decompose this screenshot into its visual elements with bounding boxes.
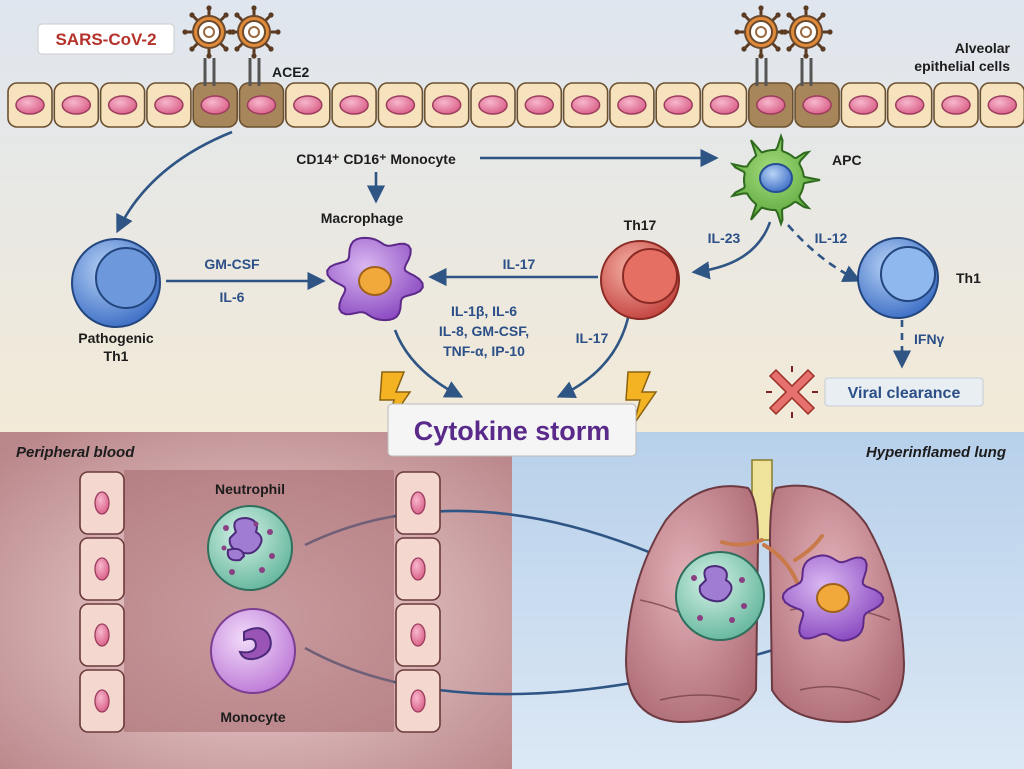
th17-label: Th17	[624, 217, 657, 233]
alveolar-background	[0, 0, 1024, 432]
cell-nucleus	[15, 95, 45, 115]
cell-nucleus	[756, 95, 786, 115]
th17-cell	[600, 240, 680, 320]
arrow-apc-to-th1	[787, 224, 862, 282]
virus-icon	[225, 3, 283, 61]
cell-nucleus	[570, 95, 601, 115]
cell-nucleus	[107, 95, 138, 115]
neutrophil-label: Neutrophil	[215, 481, 285, 497]
virus-left-1	[180, 3, 238, 86]
cell-nucleus	[94, 491, 110, 515]
cell-nucleus	[617, 95, 647, 115]
cell-nucleus	[94, 557, 110, 581]
apc-cell	[729, 133, 821, 227]
neutrophil-cell	[207, 505, 293, 591]
cell-nucleus	[663, 95, 693, 115]
sars-cov-2-badge: SARS-CoV-2	[37, 23, 175, 55]
arrow-to-pathogenic-th1	[116, 130, 233, 234]
macrophage-label: Macrophage	[321, 210, 404, 226]
pathogenic-th1-cell	[71, 238, 161, 328]
cell-nucleus	[987, 95, 1018, 115]
il-12-label: IL-12	[815, 230, 848, 246]
peripheral-blood-title: Peripheral blood	[16, 444, 135, 461]
cell-nucleus	[941, 95, 971, 115]
viral-clearance-box: Viral clearance	[824, 377, 984, 407]
hyperinflamed-lung-title: Hyperinflamed lung	[866, 444, 1006, 461]
virus-left-2	[225, 3, 283, 86]
ifn-gamma-label: IFNγ	[914, 331, 945, 347]
cell-nucleus	[339, 95, 369, 115]
cytokine-storm-label: Cytokine storm	[414, 416, 611, 446]
cell-nucleus	[200, 95, 230, 115]
cell-nucleus	[894, 95, 925, 115]
monocyte-label: Monocyte	[220, 709, 286, 725]
alveolar-label-line2: epithelial cells	[914, 58, 1010, 74]
pathogenic-th1-label-line2: Th1	[104, 348, 129, 364]
cell-nucleus	[154, 95, 184, 115]
arrow-th17-to-storm	[556, 317, 630, 398]
il-17-bottom-label: IL-17	[576, 330, 609, 346]
il-6-label: IL-6	[220, 289, 245, 305]
macrophage-cytokines-line2: IL-8, GM-CSF,	[439, 323, 529, 339]
cell-nucleus	[385, 95, 416, 115]
cell-nucleus	[293, 95, 323, 115]
cell-nucleus	[410, 689, 426, 713]
cell-nucleus	[410, 491, 426, 515]
cell-nucleus	[524, 95, 555, 115]
macrophage-cytokines-line1: IL-1β, IL-6	[451, 303, 517, 319]
cell-nucleus	[246, 95, 277, 115]
virus-icon	[777, 3, 835, 61]
cd14-cd16-monocyte-label: CD14⁺ CD16⁺ Monocyte	[296, 151, 456, 167]
arrow-macrophage-to-storm	[393, 329, 464, 398]
cell-nucleus	[410, 557, 426, 581]
cell-nucleus	[431, 95, 462, 115]
cell-nucleus	[410, 623, 426, 647]
cell-nucleus	[848, 95, 879, 115]
cell-nucleus	[478, 95, 508, 115]
monocyte-cell	[210, 608, 296, 694]
apc-label: APC	[832, 152, 862, 168]
pathogenic-th1-label-line1: Pathogenic	[78, 330, 154, 346]
lightning-icon-right	[625, 371, 658, 425]
sars-cov-2-label: SARS-CoV-2	[55, 30, 156, 49]
macrophage-cell	[326, 236, 424, 322]
cell-nucleus	[94, 689, 110, 713]
th1-label: Th1	[956, 270, 981, 286]
cell-nucleus	[94, 623, 110, 647]
lungs-illustration	[624, 459, 906, 724]
cell-nucleus	[802, 95, 832, 115]
blocked-x-icon	[766, 366, 818, 418]
th1-cell	[857, 237, 939, 319]
alveolar-label-line1: Alveolar	[955, 40, 1011, 56]
cytokine-storm-box: Cytokine storm	[387, 403, 637, 457]
virus-right-1	[732, 3, 790, 86]
ace2-label: ACE2	[272, 64, 310, 80]
macrophage-cytokines-line3: TNF-α, IP-10	[443, 343, 525, 359]
arrow-apc-to-th17	[691, 221, 772, 280]
cell-nucleus	[709, 95, 740, 115]
viral-clearance-label: Viral clearance	[848, 385, 961, 402]
alveolar-epithelium	[7, 82, 1024, 128]
virus-right-2	[777, 3, 835, 86]
il-23-label: IL-23	[708, 230, 741, 246]
gm-csf-label: GM-CSF	[204, 256, 260, 272]
il-17-top-label: IL-17	[503, 256, 536, 272]
cell-nucleus	[61, 95, 92, 115]
